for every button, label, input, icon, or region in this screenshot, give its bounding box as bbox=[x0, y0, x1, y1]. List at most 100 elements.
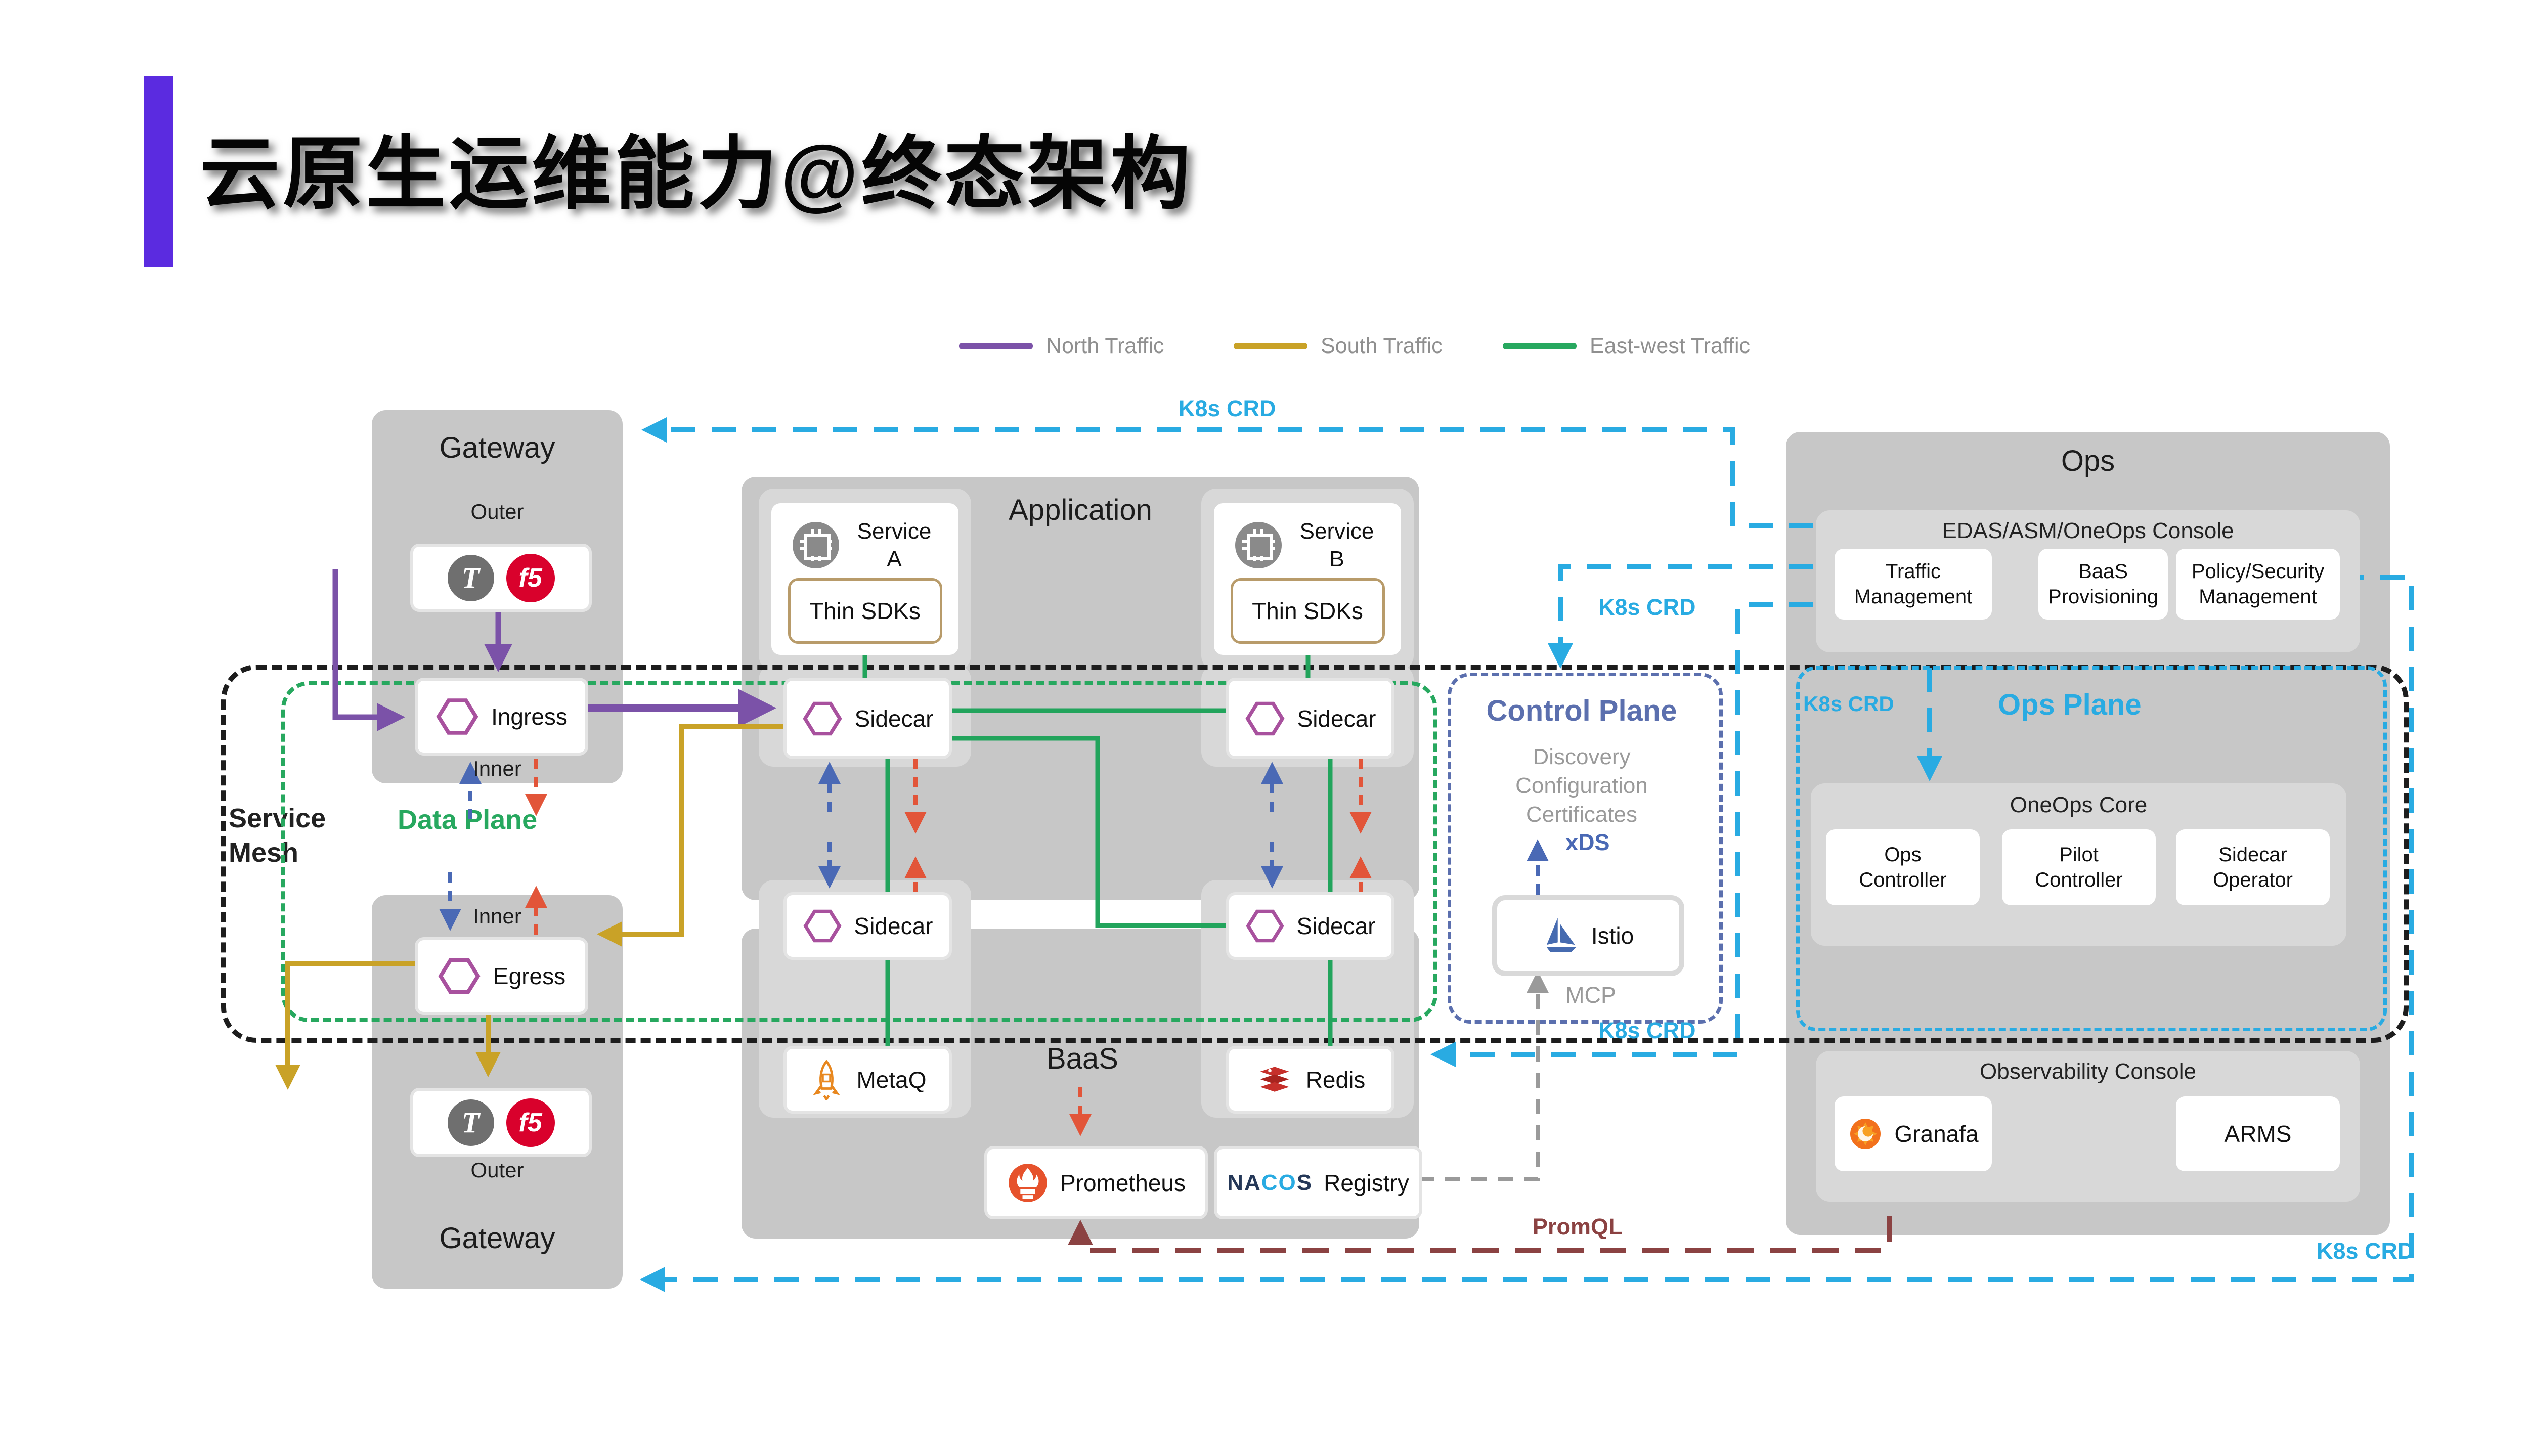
traffic-management-box: Traffic Management bbox=[1835, 549, 1992, 620]
tengine-icon: T bbox=[447, 1099, 494, 1146]
gateway-top-outer-box: T f5 bbox=[410, 544, 592, 612]
nacos-registry-box: NACOS Registry bbox=[1214, 1146, 1422, 1219]
baas-provisioning-box: BaaS Provisioning bbox=[2038, 549, 2168, 620]
service-b-name: Service B bbox=[1299, 519, 1374, 571]
ops-title: Ops bbox=[2061, 445, 2115, 477]
legend-label: South Traffic bbox=[1321, 334, 1443, 358]
sidecar-a-box: Sidecar bbox=[783, 678, 952, 759]
sidecar-b-box: Sidecar bbox=[1226, 678, 1394, 759]
service-mesh-label: Service Mesh bbox=[229, 803, 326, 868]
sidecar-label: Sidecar bbox=[854, 705, 934, 732]
legend-label: East-west Traffic bbox=[1590, 334, 1751, 358]
grafana-icon bbox=[1850, 1119, 1881, 1149]
edas-console-title: EDAS/ASM/OneOps Console bbox=[1942, 518, 2234, 543]
proxy-hexagon-icon bbox=[802, 701, 842, 735]
thin-sdks-label: Thin SDKs bbox=[809, 598, 921, 624]
pilot-controller-box: Pilot Controller bbox=[2002, 829, 2156, 905]
gateway-top-outer-label: Outer bbox=[470, 500, 524, 523]
ops-plane-title: Ops Plane bbox=[1998, 688, 2142, 721]
nacos-logo: NACOS bbox=[1227, 1170, 1313, 1195]
ingress-box: Ingress bbox=[415, 678, 588, 756]
baas-provisioning-label: BaaS Provisioning bbox=[2048, 560, 2158, 608]
arms-label: ARMS bbox=[2224, 1121, 2292, 1147]
cp-line-discovery: Discovery bbox=[1533, 744, 1631, 769]
proxy-hexagon-icon bbox=[438, 958, 481, 994]
promql-label: PromQL bbox=[1533, 1214, 1623, 1240]
metaq-rocket-icon bbox=[813, 1060, 841, 1100]
legend-item-north: North Traffic bbox=[959, 334, 1164, 359]
proxy-hexagon-icon bbox=[1245, 909, 1284, 943]
gateway-bottom-outer-label: Outer bbox=[470, 1158, 524, 1182]
control-plane-title: Control Plane bbox=[1486, 694, 1677, 727]
legend-item-south: South Traffic bbox=[1234, 334, 1443, 359]
gateway-bottom-title: Gateway bbox=[439, 1222, 555, 1255]
baas-title: BaaS bbox=[1047, 1042, 1118, 1075]
k8s-crd-label-control-plane: K8s CRD bbox=[1598, 594, 1696, 620]
cp-line-configuration: Configuration bbox=[1515, 773, 1648, 799]
f5-icon: f5 bbox=[506, 553, 555, 602]
k8s-crd-label-ops-plane: K8s CRD bbox=[1803, 692, 1894, 716]
legend-item-eastwest: East-west Traffic bbox=[1503, 334, 1750, 359]
sidecar-label: Sidecar bbox=[1297, 705, 1376, 732]
service-b-thin-sdks: Thin SDKs bbox=[1230, 578, 1385, 644]
north-traffic-swatch bbox=[959, 343, 1033, 349]
sidecar-label: Sidecar bbox=[1296, 913, 1376, 939]
f5-icon: f5 bbox=[506, 1098, 555, 1147]
service-a-box: Service A Thin SDKs bbox=[771, 503, 958, 655]
sidecar-operator-box: Sidecar Operator bbox=[2176, 829, 2330, 905]
oneops-core-title: OneOps Core bbox=[2010, 792, 2148, 817]
egress-label: Egress bbox=[493, 963, 566, 989]
grafana-box: Granafa bbox=[1835, 1096, 1992, 1171]
proxy-hexagon-icon bbox=[803, 909, 842, 943]
redis-label: Redis bbox=[1305, 1067, 1366, 1093]
ops-controller-box: Ops Controller bbox=[1826, 829, 1980, 905]
policy-security-label: Policy/Security Management bbox=[2191, 560, 2325, 608]
control-plane-capabilities: Discovery Configuration Certificates bbox=[1448, 742, 1716, 829]
metaq-box: MetaQ bbox=[783, 1046, 952, 1114]
cp-line-certificates: Certificates bbox=[1525, 802, 1638, 827]
page-title: 云原生运维能力@终态架构 bbox=[200, 129, 1194, 218]
gateway-top-title: Gateway bbox=[439, 431, 555, 464]
gateway-top-inner-label: Inner bbox=[473, 757, 521, 780]
xds-label: xDS bbox=[1565, 829, 1610, 855]
pilot-controller-label: Pilot Controller bbox=[2035, 844, 2123, 891]
proxy-hexagon-icon bbox=[436, 698, 478, 735]
service-a-thin-sdks: Thin SDKs bbox=[788, 578, 942, 644]
prometheus-box: Prometheus bbox=[984, 1146, 1208, 1219]
gateway-bottom-outer-box: T f5 bbox=[410, 1088, 592, 1157]
policy-security-box: Policy/Security Management bbox=[2176, 549, 2340, 620]
legend-label: North Traffic bbox=[1046, 334, 1164, 358]
registry-label: Registry bbox=[1324, 1169, 1409, 1196]
baas-sidecar-right-box: Sidecar bbox=[1226, 892, 1394, 960]
k8s-crd-label-top: K8s CRD bbox=[1179, 395, 1276, 421]
istio-box: Istio bbox=[1492, 895, 1684, 976]
east-west-traffic-swatch bbox=[1503, 343, 1577, 349]
mcp-label: MCP bbox=[1565, 982, 1616, 1008]
observability-console-title: Observability Console bbox=[1980, 1059, 2196, 1084]
proxy-hexagon-icon bbox=[1245, 701, 1285, 735]
arms-box: ARMS bbox=[2176, 1096, 2340, 1171]
redis-box: Redis bbox=[1226, 1046, 1394, 1114]
prometheus-label: Prometheus bbox=[1060, 1169, 1186, 1196]
service-a-name: Service A bbox=[857, 519, 932, 571]
tengine-icon: T bbox=[447, 554, 494, 601]
grafana-label: Granafa bbox=[1894, 1121, 1979, 1147]
traffic-management-label: Traffic Management bbox=[1854, 560, 1973, 608]
baas-sidecar-left-box: Sidecar bbox=[783, 892, 952, 960]
service-chip-icon bbox=[1235, 522, 1282, 568]
istio-label: Istio bbox=[1591, 922, 1634, 949]
ops-controller-label: Ops Controller bbox=[1859, 844, 1947, 891]
gateway-bottom-inner-label: Inner bbox=[473, 904, 521, 928]
k8s-crd-label-bottom: K8s CRD bbox=[2317, 1238, 2414, 1264]
sidecar-label: Sidecar bbox=[854, 913, 933, 939]
ingress-label: Ingress bbox=[491, 703, 568, 730]
south-traffic-swatch bbox=[1234, 343, 1307, 349]
data-plane-label: Data Plane bbox=[398, 805, 538, 835]
redis-icon bbox=[1260, 1067, 1289, 1092]
prometheus-icon bbox=[1009, 1163, 1047, 1202]
service-chip-icon bbox=[793, 522, 839, 568]
k8s-crd-label-baas: K8s CRD bbox=[1598, 1018, 1696, 1043]
title-accent-bar bbox=[144, 76, 173, 267]
sidecar-operator-label: Sidecar Operator bbox=[2213, 844, 2293, 891]
